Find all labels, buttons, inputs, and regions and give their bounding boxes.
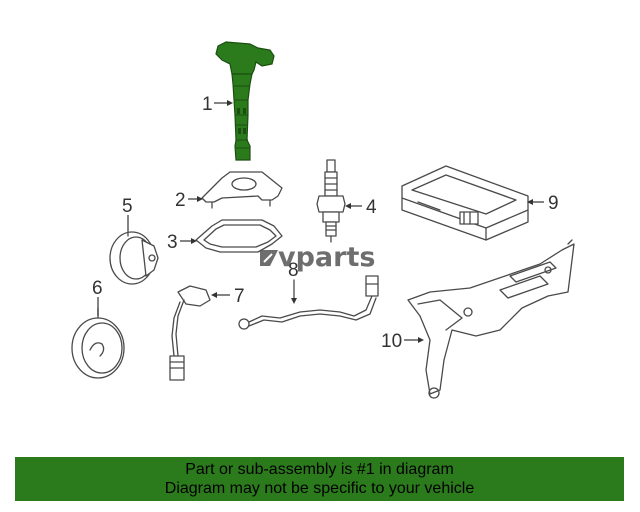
callout-4: 4 [366,197,377,218]
callout-3: 3 [167,232,178,253]
leader-2 [188,196,203,202]
part-7-knock-sensor[interactable] [169,285,211,381]
part-3-gasket[interactable] [195,219,283,253]
leader-8 [291,298,297,304]
part-6-pulse-wheel[interactable] [71,307,125,379]
callout-2: 2 [175,190,186,211]
part-1-ignition-coil[interactable] [215,41,275,161]
banner-line-2: Diagram may not be specific to your vehi… [164,480,475,497]
leader-3 [180,238,197,244]
part-8-harness[interactable] [238,275,379,330]
callout-6: 6 [92,278,103,299]
part-4-spark-plug[interactable] [316,159,346,243]
banner-line-1: Part or sub-assembly is #1 in diagram [185,461,454,478]
leader-7 [211,292,230,298]
leader-1 [214,100,233,106]
part-10-bracket[interactable] [407,239,575,399]
part-5-sensor[interactable] [109,229,159,285]
part-9-control-module[interactable] [401,165,529,241]
callout-5: 5 [122,196,133,217]
watermark-text: vparts [278,242,375,273]
callout-9: 9 [548,193,559,214]
leader-9 [527,199,544,205]
callout-10: 10 [381,331,402,352]
part-2-seal-plate[interactable] [201,171,283,209]
callout-7: 7 [234,286,245,307]
leader-10 [404,337,424,343]
info-banner: Part or sub-assembly is #1 in diagram Di… [15,457,624,501]
leader-4 [345,203,362,209]
vparts-watermark-logo: vparts [260,242,375,273]
callout-1: 1 [202,94,213,115]
callout-8: 8 [288,260,299,281]
